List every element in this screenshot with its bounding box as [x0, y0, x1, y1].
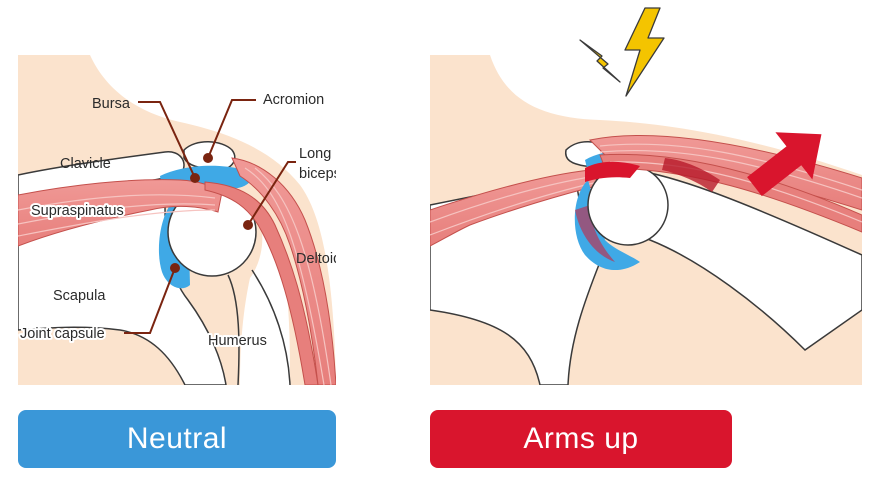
label-supraspinatus: Supraspinatus	[31, 203, 124, 219]
neutral-button[interactable]: Neutral	[18, 410, 336, 468]
arms-up-shoulder-illustration	[430, 55, 862, 385]
label-scapula: Scapula	[53, 288, 106, 304]
arms-up-button-label: Arms up	[523, 422, 638, 456]
label-long-head-line1: Long head of	[299, 146, 385, 162]
label-bursa: Bursa	[92, 96, 131, 112]
neutral-button-label: Neutral	[127, 422, 227, 456]
label-long-head-line2: biceps tendon	[299, 166, 389, 182]
lightning-bolt-icon	[580, 8, 664, 96]
neutral-shoulder-illustration: Bursa Acromion Clavicle Long head of bic…	[18, 55, 389, 385]
label-joint-capsule: Joint capsule	[20, 326, 105, 342]
label-acromion: Acromion	[263, 92, 324, 108]
label-clavicle: Clavicle	[60, 156, 111, 172]
label-humerus: Humerus	[208, 333, 267, 349]
label-deltoid: Deltoid	[296, 251, 341, 267]
arms-up-button[interactable]: Arms up	[430, 410, 732, 468]
